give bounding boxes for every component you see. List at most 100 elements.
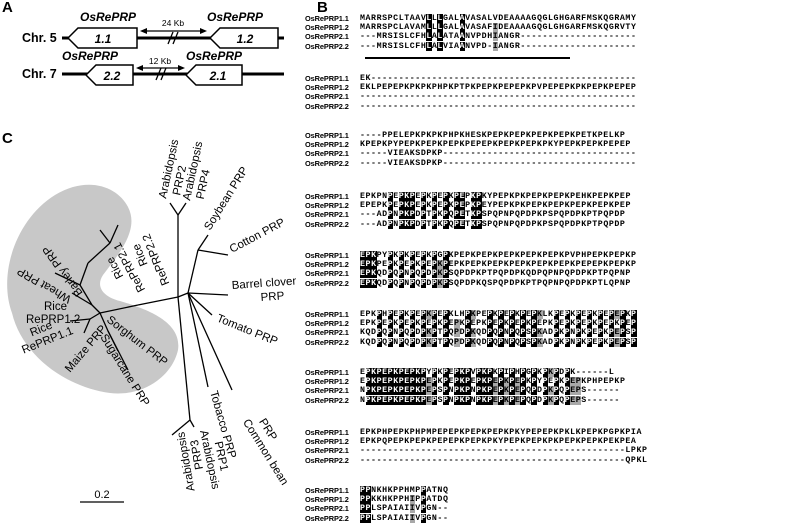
panel-letter-c: C [2, 130, 13, 147]
sequence-residues: EPKPNPEPKPEPKPEPKPEPKPKYPEPKPKPEPKPEPKPE… [360, 192, 631, 201]
sequence-residues: -----VIEAKSDPKP-------------------------… [360, 158, 637, 168]
panel-letter-b: B [317, 0, 328, 16]
sequence-residues: ---MRSISLCFHLALATAANVPDHIANGR-----------… [360, 32, 637, 42]
chr5-label: Chr. 5 [22, 31, 57, 45]
label-cotton-prp: Cotton PRP [228, 216, 288, 255]
sequence-residues: ----------------------------------------… [360, 101, 637, 111]
sequence-residues: PPLSPAIAIIVPGN-- [360, 513, 449, 523]
sequence-residues: ---ADPNPKPDPTPKPQPETKPSPQPNPQPDPKPSPQPDP… [360, 219, 626, 229]
sequence-name: OsRePRP2.2 [305, 513, 349, 523]
sequence-residues: NPKPEPKPEPKPEPSPNPKPNPKPEPKPEPQPDPKPQPEP… [360, 386, 620, 396]
gene-1-1-arrow [66, 27, 138, 49]
sequence-residues: KQDPQPNPQPDPKPTPQPDPKQDPQPNPQPSPKADPKPNP… [360, 328, 637, 338]
gene-2-1-name: OsRePRP [186, 49, 243, 63]
sequence-residues: ---ADPNPKPDPTPKPQPETKPSPQPNPQPDPKPSPQPDP… [360, 210, 626, 220]
sequence-alignment: OsRePRP1.1 MARRSPCLTAAVLLLGALAVASALVDEAAA… [305, 14, 797, 523]
sequence-residues: EPKPEPKPEPKPEPKPEPKPEPKPEPKPEPKPEPKPEPKP… [360, 260, 637, 270]
sequence-name: OsRePRP2.1 [305, 92, 349, 102]
gene-2-2-number: 2.2 [103, 69, 121, 83]
label-common-bean-prp: Common bean PRP [240, 410, 304, 490]
sequence-residues: ----------------------------------------… [360, 446, 648, 456]
chr7-label: Chr. 7 [22, 67, 57, 81]
sequence-name: OsRePRP1.2 [305, 201, 349, 211]
sequence-residues: EPKPHPEPKPHPMPEPEPKPEPKPEPKPKYPEPEPKPKLK… [360, 428, 642, 437]
sequence-residues: KPEPKPYPEPKPEPKPEPKPEPEPKPEPKPEPKPKYPEPK… [360, 140, 631, 150]
sequence-name: OsRePRP1.2 [305, 23, 349, 33]
sequence-residues: EPKPEPKPEPKPEPKPEPKPEPKPEPKPEPKPYPEPKPEP… [360, 377, 626, 387]
sequence-residues: ----------------------------------------… [360, 92, 637, 102]
sequence-name: OsRePRP2.1 [305, 386, 349, 396]
sequence-residues: EKLPEPEPKPKPKPHPKPTPKPEPKPEPEPKPVPEPEPKP… [360, 83, 637, 93]
sequence-residues: ---MRSISLCFHLALVIAANVPD-IANGR-----------… [360, 41, 637, 51]
gene-2-2-name: OsRePRP [62, 49, 119, 63]
sequence-name: OsRePRP2.1 [305, 32, 349, 42]
phylogenetic-tree: 0.2 Arabidopsis PRP2 Arabidopsis PRP4 So… [7, 137, 304, 503]
sequence-residues: ----PPELEPKPKPKPHPKHESKPEPKPEPKPEPKPEPKP… [360, 131, 626, 140]
sequence-residues: NPKPEPKPEPKPEPSPNPKPNPKPEPKPEPQPDPKPQPEP… [360, 395, 620, 405]
sequence-residues: EPKPHPEPKPEPKPEPKLHPKPEPKPEPKPEPKLKPEPKP… [360, 310, 637, 319]
sequence-name: OsRePRP1.2 [305, 495, 349, 505]
sequence-name: OsRePRP2.1 [305, 504, 349, 514]
sequence-residues: PPNKHKPPHMPPATNQ [360, 486, 449, 495]
gene-1-1-name: OsRePRP [80, 10, 137, 24]
sequence-name: OsRePRP2.2 [305, 219, 349, 229]
scale-bar-label: 0.2 [94, 489, 109, 501]
gene-1-2-arrow [208, 27, 279, 49]
sequence-name: OsRePRP1.1 [305, 428, 349, 437]
gene-locus-diagram: Chr. 5 1.1 OsRePRP 1.2 OsRePRP 24 Kb Chr… [22, 10, 284, 86]
sequence-name: OsRePRP2.2 [305, 337, 349, 347]
sequence-name: OsRePRP2.2 [305, 41, 349, 51]
label-rice-reprp1-2: Rice RePRP1.2 [26, 301, 80, 326]
sequence-residues: EPEPKPEPKPEPKPEPKPEPKPEYPEPKPKPEPKPEPKPE… [360, 201, 631, 211]
tree-branches [54, 202, 233, 436]
sequence-name: OsRePRP1.1 [305, 486, 349, 495]
sequence-name: OsRePRP1.2 [305, 140, 349, 150]
sequence-name: OsRePRP1.1 [305, 251, 349, 260]
sequence-residues: -----VIEAKSDPKP-------------------------… [360, 149, 637, 159]
sequence-residues: PPLSPAIAIIVPGN-- [360, 504, 449, 514]
sequence-name: OsRePRP2.1 [305, 446, 349, 456]
sequence-name: OsRePRP1.1 [305, 192, 349, 201]
sequence-residues: EPKPYPKPKPEPKPGPKPEPKPEPKPEPKPEPKPEPKPVP… [360, 251, 637, 260]
sequence-residues: EK--------------------------------------… [360, 74, 637, 83]
sequence-name: OsRePRP1.2 [305, 437, 349, 447]
sequence-name: OsRePRP1.2 [305, 377, 349, 387]
label-tomato-prp: Tomato PRP [215, 313, 280, 348]
sequence-name: OsRePRP2.1 [305, 210, 349, 220]
sequence-name: OsRePRP2.2 [305, 455, 349, 465]
grass-clade-shading [7, 184, 179, 394]
sequence-name: OsRePRP2.1 [305, 328, 349, 338]
gene-2-2-arrow [84, 64, 134, 86]
sequence-name: OsRePRP1.1 [305, 368, 349, 377]
label-arabidopsis-prp4: Arabidopsis PRP4 [181, 137, 219, 204]
sequence-residues: EPKQDPQPNPQPDPKPSQPDPKPTPQPDPKQDPQPNPQPD… [360, 269, 631, 279]
sequence-name: OsRePRP1.1 [305, 74, 349, 83]
sequence-residues: ----------------------------------------… [360, 455, 648, 465]
sequence-name: OsRePRP2.2 [305, 158, 349, 168]
sequence-name: OsRePRP2.2 [305, 395, 349, 405]
sequence-name: OsRePRP2.1 [305, 269, 349, 279]
sequence-name: OsRePRP1.2 [305, 83, 349, 93]
sequence-residues: MARRSPCLAVAMLLLGALAVASAFIDEAAAAGQGLGHGAR… [360, 23, 637, 33]
gene-1-2-number: 1.2 [237, 32, 254, 46]
signal-peptide-underline [365, 57, 570, 59]
sequence-residues: PPKKHKPPHIPPATDQ [360, 495, 449, 505]
sequence-residues: EPKPEPKPEPKPYPKPEPKPVPKPKPIPHPGPKPKPDPK-… [360, 368, 615, 377]
distance-bottom-label: 12 Kb [149, 56, 171, 66]
distance-top-label: 24 Kb [162, 18, 184, 28]
sequence-name: OsRePRP1.1 [305, 310, 349, 319]
sequence-name: OsRePRP1.2 [305, 319, 349, 329]
sequence-name: OsRePRP2.1 [305, 149, 349, 159]
sequence-residues: EPKPQPEPKPEPKPEPEPKPEPKPKYPEPKPEPKPKPEPK… [360, 437, 637, 447]
sequence-residues: EPKPEPKPEPKPEPKPEPKPEPKPEPKPEPKPEPKPEPKP… [360, 319, 637, 329]
gene-2-1-arrow [184, 64, 243, 86]
sequence-name: OsRePRP1.1 [305, 14, 349, 23]
gene-1-1-number: 1.1 [95, 32, 112, 46]
sequence-name: OsRePRP2.2 [305, 101, 349, 111]
sequence-residues: MARRSPCLTAAVLLLGALAVASALVDEAAAAGQGLGHGAR… [360, 14, 637, 23]
sequence-residues: KQDPQPNPQPDPKPTPQPDPKQDPQPNPQPSPKADPKPNP… [360, 337, 637, 347]
panel-letter-a: A [2, 0, 13, 16]
sequence-name: OsRePRP2.2 [305, 278, 349, 288]
label-barrel-clover-prp: Barrel clover PRP [231, 275, 300, 306]
gene-2-1-number: 2.1 [209, 69, 227, 83]
